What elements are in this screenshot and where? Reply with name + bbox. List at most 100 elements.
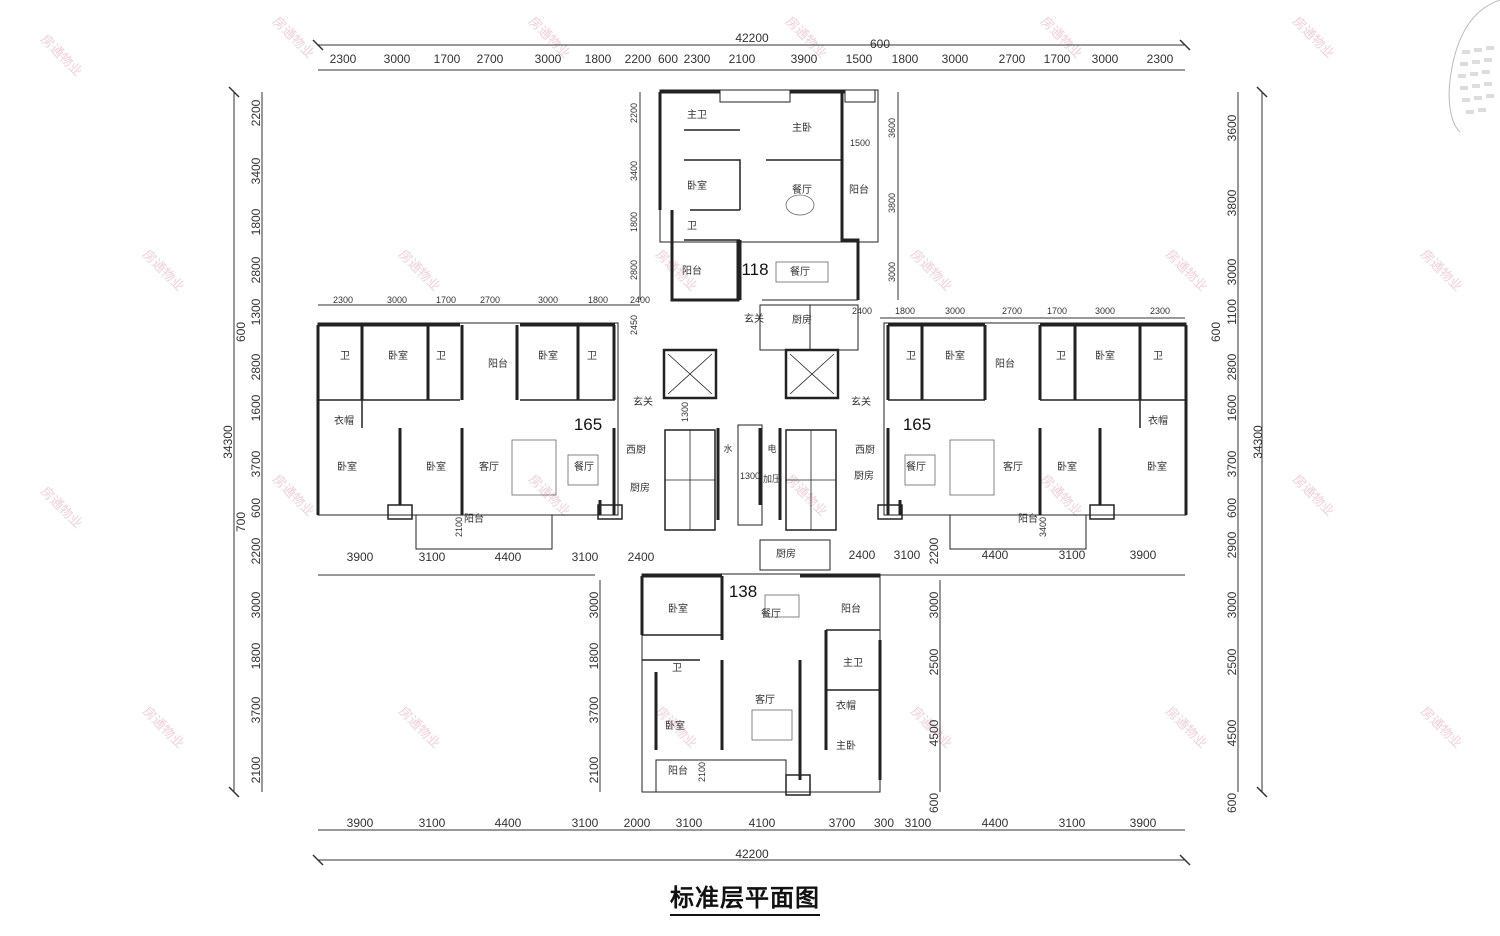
dim-right: 600: [1209, 322, 1223, 342]
room-label: 厨房: [792, 313, 812, 326]
dim-left: 1300: [249, 298, 263, 325]
room-label: 衣帽: [334, 414, 354, 427]
dim-mid-left: 2400: [628, 550, 655, 564]
room-label: 卫: [687, 221, 697, 232]
dim-top-tower: 2800: [629, 260, 639, 280]
dim-left: 600: [249, 498, 263, 518]
dim-mid-right: 3900: [1130, 548, 1157, 562]
dim-top-tower: 1500: [850, 138, 870, 148]
watermark: 房通物业: [525, 472, 573, 520]
dim-bottom-tower: 3000: [927, 591, 941, 618]
room-label: 卧室: [426, 460, 446, 473]
dim-mid-right: 3100: [894, 548, 921, 562]
dim-right-wing: 3000: [945, 306, 965, 316]
dim-left: 1800: [249, 208, 263, 235]
dim-top: 600: [658, 52, 678, 66]
watermark: 房通物业: [395, 704, 443, 752]
dim-left: 600: [234, 322, 248, 342]
dim-bottom-tower: 3000: [587, 591, 601, 618]
dim-left: 3700: [249, 450, 263, 477]
total-height-left: 34300: [221, 425, 235, 459]
dim-left: 3000: [249, 591, 263, 618]
dim-top-tower: 3600: [887, 118, 897, 138]
room-label: 阳台: [682, 264, 702, 277]
dim-top: 1500: [846, 52, 873, 66]
watermark: 房通物业: [37, 484, 85, 532]
watermark: 房通物业: [1162, 247, 1210, 295]
dim-right-wing: 1700: [1047, 306, 1067, 316]
room-label: 西厨: [626, 444, 646, 456]
dim-mid-left: 3100: [572, 550, 599, 564]
dim-bottom: 3900: [1130, 816, 1157, 830]
dim-left: 700: [234, 512, 248, 532]
dim-top: 3900: [791, 52, 818, 66]
room-label: 衣帽: [836, 699, 856, 712]
room-label: 卧室: [687, 179, 707, 192]
unit-area-right: 165: [903, 415, 931, 434]
room-label: 客厅: [1003, 460, 1023, 473]
dim-top-tower: 3800: [887, 193, 897, 213]
dim-bottom: 3100: [1059, 816, 1086, 830]
dim-bottom: 3100: [676, 816, 703, 830]
room-label: 卫: [436, 351, 446, 362]
dim-right: 600: [1225, 498, 1239, 518]
room-label: 阳台: [668, 764, 688, 777]
dim-mid-left: 4400: [495, 550, 522, 564]
dim-top: 1700: [434, 52, 461, 66]
total-width-bottom: 42200: [735, 847, 769, 861]
dim-right: 3800: [1225, 189, 1239, 216]
room-label: 卧室: [668, 602, 688, 615]
dim-left-wing: 1800: [588, 295, 608, 305]
room-label: 卧室: [388, 349, 408, 362]
room-label: 厨房: [630, 481, 650, 494]
room-label: 阳台: [464, 512, 484, 525]
dim-top: 3000: [942, 52, 969, 66]
room-label: 客厅: [755, 693, 775, 706]
watermark: 房通物业: [1289, 14, 1337, 62]
dim-right-wing: 2300: [1150, 306, 1170, 316]
dim-bottom: 4400: [495, 816, 522, 830]
dim-left-wing: 3000: [387, 295, 407, 305]
dim-left-wing: 2700: [480, 295, 500, 305]
dim-right: 2900: [1225, 531, 1239, 558]
room-label: 西厨: [855, 444, 875, 456]
dim-top: 3000: [1092, 52, 1119, 66]
room-label: 餐厅: [761, 607, 781, 620]
dim-top: 1700: [1044, 52, 1071, 66]
room-label: 卫: [587, 351, 597, 362]
dimension-lines: [228, 39, 1268, 866]
site-plan-thumbnail: [1448, 0, 1500, 133]
room-label: 主卫: [843, 657, 863, 669]
unit-area-labels: 118 165 165 138: [574, 260, 931, 601]
dim-top: 3000: [535, 52, 562, 66]
dim-left-wing: 1700: [436, 295, 456, 305]
unit-area-bottom: 138: [729, 582, 757, 601]
dim-top: 2300: [684, 52, 711, 66]
watermark: 房通物业: [1417, 247, 1465, 295]
room-label: 衣帽: [1148, 414, 1168, 427]
room-label: 卫: [1056, 351, 1066, 362]
watermark: 房通物业: [269, 14, 317, 62]
room-label: 阳台: [1018, 512, 1038, 525]
dim-right: 3700: [1225, 450, 1239, 477]
dim-right: 3000: [1225, 258, 1239, 285]
dim-right: 600: [1225, 793, 1239, 813]
dim-top: 1800: [585, 52, 612, 66]
dim-bottom: 3900: [347, 816, 374, 830]
total-width-top: 42200: [735, 31, 769, 45]
dim-bottom-tower: 1800: [587, 642, 601, 669]
watermark: 房通物业: [395, 247, 443, 295]
room-label: 玄关: [744, 312, 764, 325]
dim-top: 2200: [625, 52, 652, 66]
room-label: 卫: [906, 351, 916, 362]
watermark: 房通物业: [1417, 704, 1465, 752]
room-label: 玄关: [851, 395, 871, 408]
dim-top: 2100: [729, 52, 756, 66]
room-label: 餐厅: [574, 460, 594, 473]
room-label: 厨房: [854, 469, 874, 482]
dim-core: 1300: [740, 471, 760, 481]
room-label: 主卧: [836, 739, 856, 752]
dim-bottom: 2000: [624, 816, 651, 830]
dim-left: 2100: [249, 756, 263, 783]
